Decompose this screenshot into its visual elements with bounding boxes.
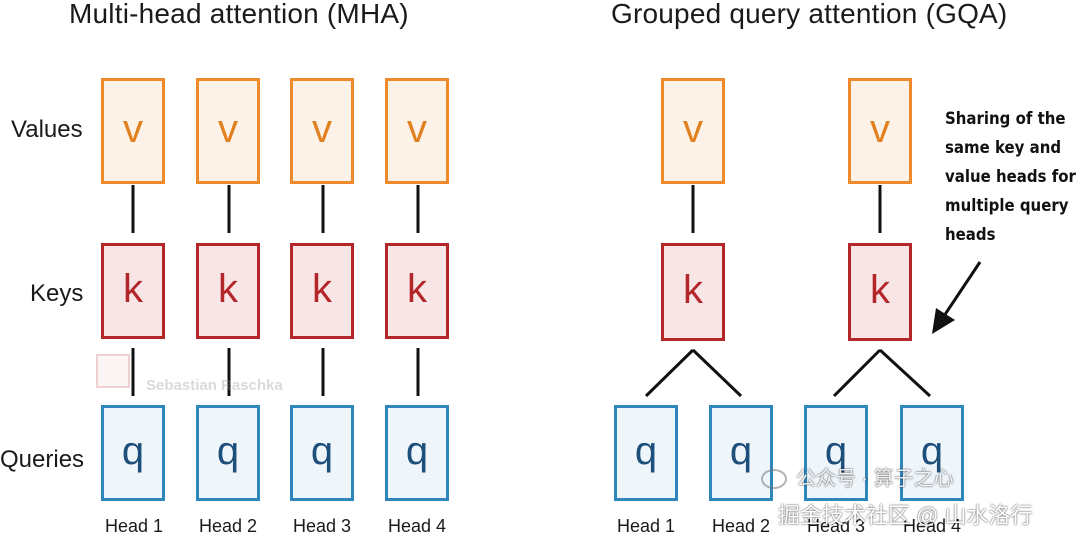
- gqa-head-label-2: Head 2: [711, 516, 771, 536]
- mha-head-label-1: Head 1: [104, 516, 164, 536]
- author-watermark: Sebastian Raschka: [146, 377, 283, 394]
- mha-query-box-1: q: [101, 405, 165, 501]
- gqa-key-box-1: k: [661, 243, 725, 341]
- annotation-arrow-head: [932, 308, 955, 334]
- row-label-values: Values: [11, 116, 83, 143]
- gqa-title: Grouped query attention (GQA): [611, 0, 1008, 29]
- juejin-watermark: 掘金技术社区 @ 山水洛行: [778, 503, 1033, 528]
- mha-value-box-3: v: [290, 78, 354, 184]
- mha-query-box-3: q: [290, 405, 354, 501]
- gqa-head-label-3: Head 3: [806, 516, 866, 536]
- mha-title: Multi-head attention (MHA): [69, 0, 409, 29]
- mha-key-box-1: k: [101, 243, 165, 339]
- mha-query-box-4: q: [385, 405, 449, 501]
- mha-value-box-1: v: [101, 78, 165, 184]
- gqa-fan-1b: [691, 348, 743, 398]
- annotation-line-5: heads: [945, 225, 996, 245]
- gqa-query-box-3: q: [804, 405, 868, 501]
- gqa-head-label-4: Head 4: [902, 516, 962, 536]
- annotation-line-2: same key and: [945, 138, 1062, 158]
- mha-head-label-3: Head 3: [292, 516, 352, 536]
- annotation-arrow-shaft: [942, 261, 982, 317]
- gqa-annotation: Sharing of the same key and value heads …: [945, 105, 1076, 250]
- gqa-fan-2b: [878, 348, 932, 398]
- gqa-query-box-1: q: [614, 405, 678, 501]
- annotation-line-1: Sharing of the: [945, 109, 1066, 129]
- mha-value-box-2: v: [196, 78, 260, 184]
- author-seal-stamp: [96, 354, 130, 388]
- mha-value-box-4: v: [385, 78, 449, 184]
- gqa-query-box-4: q: [900, 405, 964, 501]
- mha-key-box-3: k: [290, 243, 354, 339]
- row-label-keys: Keys: [30, 280, 84, 307]
- wechat-watermark: 公众号 · 算子之心: [796, 468, 954, 490]
- gqa-head-label-1: Head 1: [616, 516, 676, 536]
- annotation-line-4: multiple query: [945, 196, 1069, 216]
- gqa-value-box-2: v: [848, 78, 912, 184]
- gqa-query-box-2: q: [709, 405, 773, 501]
- gqa-fan-1a: [644, 348, 695, 398]
- mha-query-box-2: q: [196, 405, 260, 501]
- mha-key-box-4: k: [385, 243, 449, 339]
- annotation-line-3: value heads for: [945, 167, 1076, 187]
- mha-head-label-4: Head 4: [387, 516, 447, 536]
- gqa-fan-2a: [832, 348, 882, 398]
- gqa-key-box-2: k: [848, 243, 912, 341]
- mha-key-box-2: k: [196, 243, 260, 339]
- mha-head-label-2: Head 2: [198, 516, 258, 536]
- row-label-queries: Queries: [0, 446, 85, 473]
- wechat-icon: [761, 469, 787, 489]
- gqa-value-box-1: v: [661, 78, 725, 184]
